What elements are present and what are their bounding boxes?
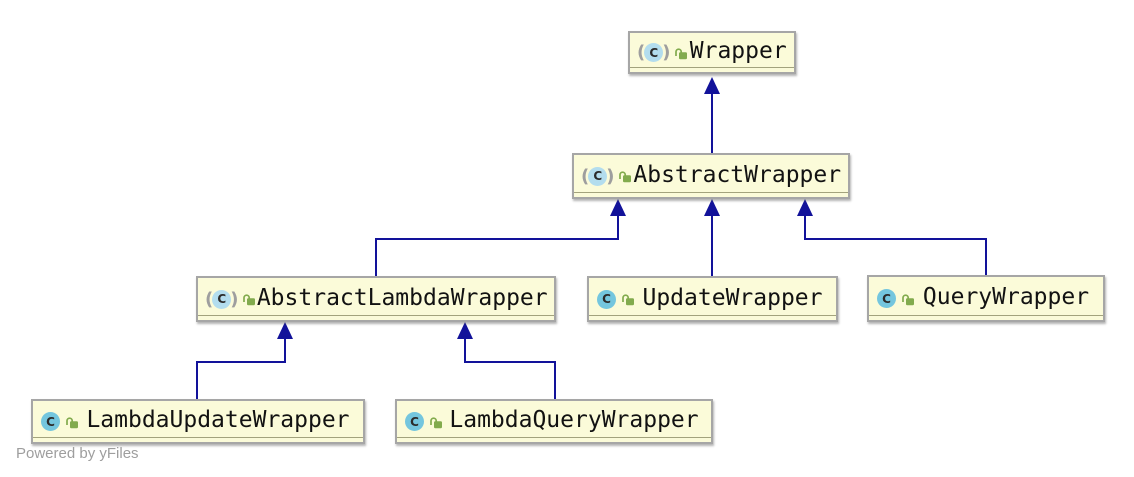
abstract-paren-decoration: ( <box>205 288 214 310</box>
public-unlocked-lock-icon <box>65 415 79 429</box>
extends-arrowhead-icon <box>704 77 720 94</box>
yfiles-attribution: Powered by yFiles <box>16 445 139 462</box>
class-node-abstract-lambda-wrapper[interactable]: (C) AbstractLambdaWrapper <box>196 276 556 322</box>
edge-line <box>464 339 556 399</box>
class-badge-letter: C <box>597 289 616 309</box>
class-node-wrapper[interactable]: (C) Wrapper <box>628 31 796 74</box>
class-node-query-wrapper[interactable]: C QueryWrapper <box>867 275 1105 322</box>
abstract-paren-decoration: ) <box>606 165 615 187</box>
class-node-update-wrapper[interactable]: C UpdateWrapper <box>587 276 838 322</box>
class-name-label: AbstractLambdaWrapper <box>256 284 548 311</box>
class-icon: C <box>597 289 616 309</box>
abstract-class-icon: (C) <box>637 42 671 63</box>
abstract-class-icon: (C) <box>581 165 615 187</box>
extends-arrowhead-icon <box>610 199 626 216</box>
inheritance-edge-abstract-lambda-wrapper-to-abstract-wrapper[interactable] <box>375 199 626 276</box>
class-node-lambda-update-wrapper[interactable]: C LambdaUpdateWrapper <box>31 399 365 444</box>
class-badge-letter: C <box>405 412 424 431</box>
inheritance-edge-update-wrapper-to-abstract-wrapper[interactable] <box>704 199 720 276</box>
public-unlocked-lock-icon <box>621 292 635 306</box>
abstract-paren-decoration: ) <box>662 42 671 63</box>
inheritance-edge-lambda-query-wrapper-to-abstract-lambda-wrapper[interactable] <box>457 322 556 399</box>
class-name-label: UpdateWrapper <box>642 284 823 311</box>
abstract-paren-decoration: ( <box>581 165 590 187</box>
class-badge-letter: C <box>212 289 232 309</box>
class-name-label: Wrapper <box>689 38 787 64</box>
extends-arrowhead-icon <box>797 199 813 216</box>
class-badge-letter: C <box>588 166 608 186</box>
public-unlocked-lock-icon <box>674 46 688 60</box>
inheritance-edge-lambda-update-wrapper-to-abstract-lambda-wrapper[interactable] <box>196 322 293 399</box>
public-unlocked-lock-icon <box>618 169 632 183</box>
inheritance-edge-query-wrapper-to-abstract-wrapper[interactable] <box>797 199 987 275</box>
class-node-abstract-wrapper[interactable]: (C) AbstractWrapper <box>572 153 850 199</box>
class-icon: C <box>405 412 424 431</box>
extends-arrowhead-icon <box>277 322 293 339</box>
public-unlocked-lock-icon <box>429 415 443 429</box>
public-unlocked-lock-icon <box>901 292 915 306</box>
abstract-paren-decoration: ( <box>637 42 646 63</box>
class-name-label: LambdaQueryWrapper <box>449 407 699 433</box>
abstract-paren-decoration: ) <box>230 288 239 310</box>
edge-line <box>804 216 987 275</box>
class-name-label: LambdaUpdateWrapper <box>86 407 350 433</box>
class-badge-letter: C <box>644 43 664 62</box>
class-icon: C <box>877 289 896 308</box>
extends-arrowhead-icon <box>457 322 473 339</box>
extends-arrowhead-icon <box>704 199 720 216</box>
class-node-lambda-query-wrapper[interactable]: C LambdaQueryWrapper <box>395 399 713 444</box>
abstract-class-icon: (C) <box>205 288 239 310</box>
class-badge-letter: C <box>41 412 60 431</box>
class-icon: C <box>41 412 60 431</box>
class-name-label: QueryWrapper <box>922 284 1090 310</box>
edge-line <box>196 339 286 399</box>
class-name-label: AbstractWrapper <box>633 161 842 188</box>
class-badge-letter: C <box>877 289 896 308</box>
inheritance-edge-abstract-wrapper-to-wrapper[interactable] <box>704 77 720 153</box>
public-unlocked-lock-icon <box>242 292 256 306</box>
edge-line <box>375 216 619 276</box>
